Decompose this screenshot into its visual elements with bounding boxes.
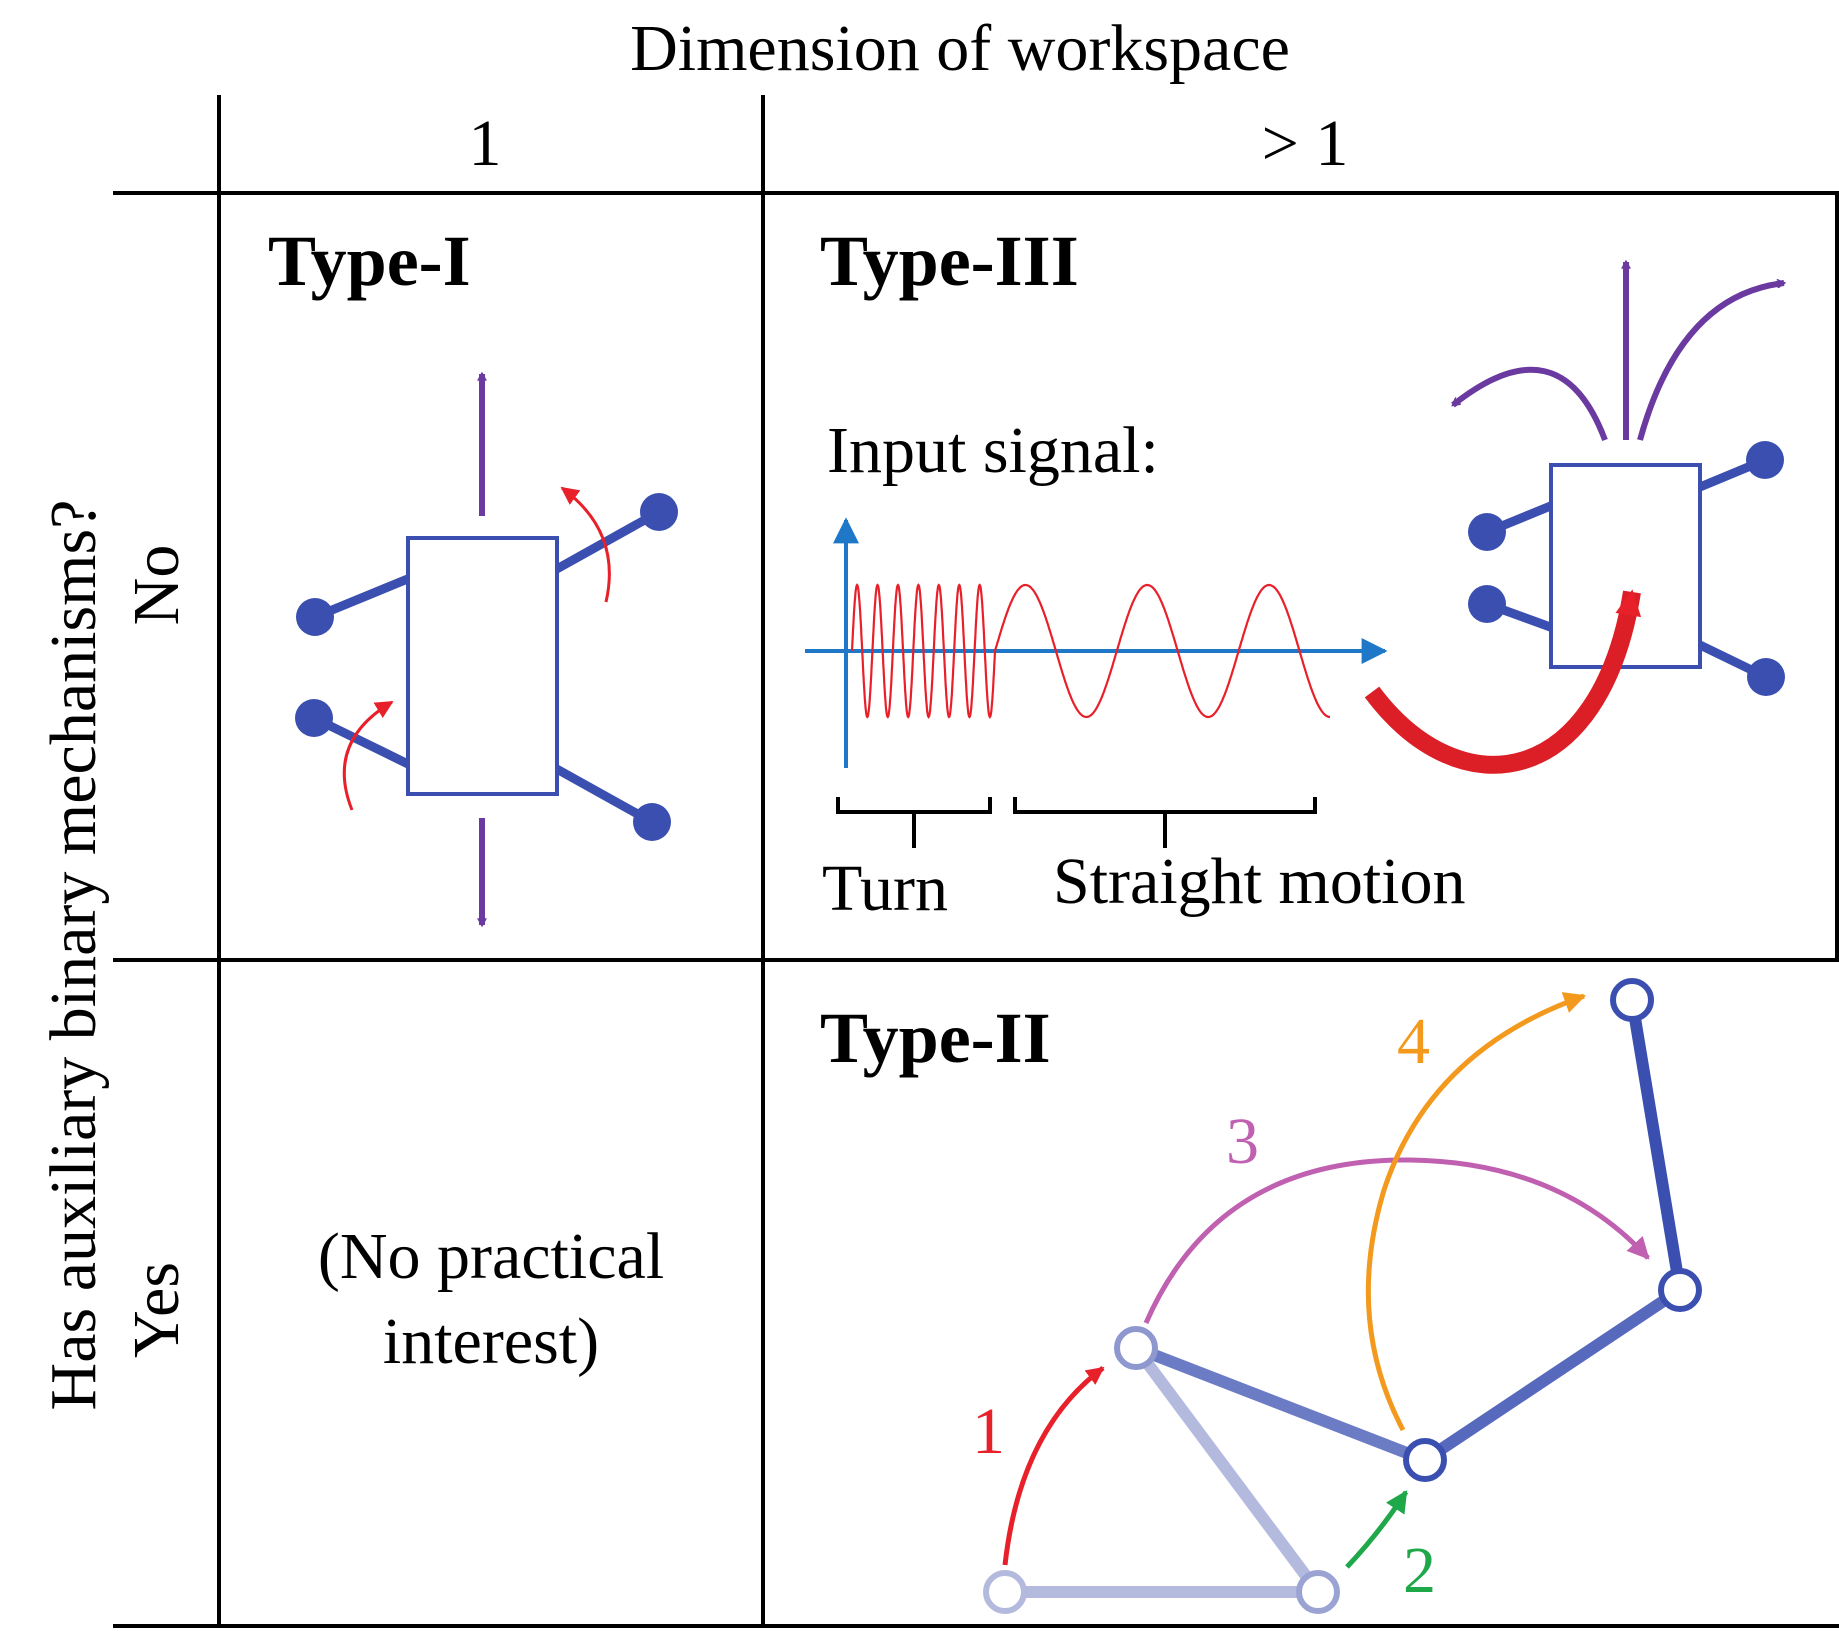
step-3-label: 3 — [1226, 1105, 1259, 1178]
step-3-arrow-icon — [1143, 1157, 1650, 1325]
input-signal-label: Input signal: — [827, 414, 1159, 487]
straight-motion-label: Straight motion — [1053, 845, 1466, 918]
joint-icon — [295, 699, 333, 737]
turn-label: Turn — [822, 852, 948, 925]
signal-waveform — [850, 583, 1331, 719]
input-signal-plot: Turn Straight motion — [805, 517, 1466, 925]
joint-icon — [1747, 658, 1785, 696]
body-block-icon — [406, 536, 559, 796]
type-2-step-arrows: 1 2 3 4 — [972, 992, 1650, 1607]
no-practical-interest-line-2: interest) — [383, 1305, 599, 1378]
joint-icon — [1403, 1438, 1447, 1482]
faded-joint-icon — [983, 1570, 1027, 1614]
cell-type-2: Type-II 1 2 3 4 — [820, 978, 1702, 1614]
joint-icon — [640, 493, 678, 531]
row-header-no: No — [120, 545, 193, 626]
straight-motion-bracket-icon — [1013, 797, 1317, 848]
joint-icon — [1658, 1268, 1702, 1312]
step-1-arrow-icon — [1002, 1365, 1105, 1566]
rotation-arrow-icon — [560, 486, 611, 603]
curve-left-arrow-icon — [1453, 366, 1608, 442]
type-2-linkage — [983, 978, 1702, 1614]
link-icon — [1626, 999, 1686, 1291]
turn-bracket-icon — [836, 797, 992, 848]
step-4-label: 4 — [1397, 1005, 1430, 1078]
joint-icon — [1746, 441, 1784, 479]
faded-joint-icon — [1296, 1570, 1340, 1614]
cell-type-3: Type-III Input signal: Turn Straight mot… — [805, 221, 1785, 925]
joint-icon — [1114, 1326, 1158, 1370]
step-2-arrow-icon — [1345, 1490, 1409, 1569]
link-icon — [1133, 1342, 1428, 1466]
type-2-label: Type-II — [820, 998, 1051, 1078]
step-4-arrow-icon — [1365, 992, 1587, 1432]
joint-icon — [1610, 978, 1654, 1022]
joint-icon — [633, 803, 671, 841]
column-header-1: 1 — [469, 107, 502, 180]
step-2-label: 2 — [1403, 1534, 1436, 1607]
cell-no-practical-interest: (No practical interest) — [318, 1220, 664, 1378]
row-axis-title: Has auxiliary binary mechanisms? — [37, 500, 110, 1411]
type-3-mechanism — [1364, 262, 1785, 774]
type-1-mechanism — [295, 374, 678, 925]
curve-right-arrow-icon — [1637, 283, 1784, 441]
type-3-label: Type-III — [820, 221, 1079, 301]
no-practical-interest-line-1: (No practical — [318, 1220, 664, 1293]
joint-icon — [1468, 585, 1506, 623]
row-header-yes: Yes — [120, 1262, 193, 1358]
cell-type-1: Type-I — [268, 221, 678, 925]
joint-icon — [1468, 513, 1506, 551]
joint-icon — [296, 598, 334, 636]
faded-link-icon — [1131, 1344, 1323, 1596]
table-grid — [113, 95, 1839, 1628]
column-header-greater-than-1: > 1 — [1262, 107, 1349, 180]
signal-to-motion-arrow-icon — [1364, 589, 1642, 774]
rotation-arrow-icon — [342, 700, 394, 811]
link-icon — [552, 508, 662, 574]
type-1-label: Type-I — [268, 221, 471, 301]
step-1-label: 1 — [972, 1395, 1005, 1468]
link-icon — [1421, 1285, 1684, 1465]
column-axis-title: Dimension of workspace — [630, 12, 1290, 85]
